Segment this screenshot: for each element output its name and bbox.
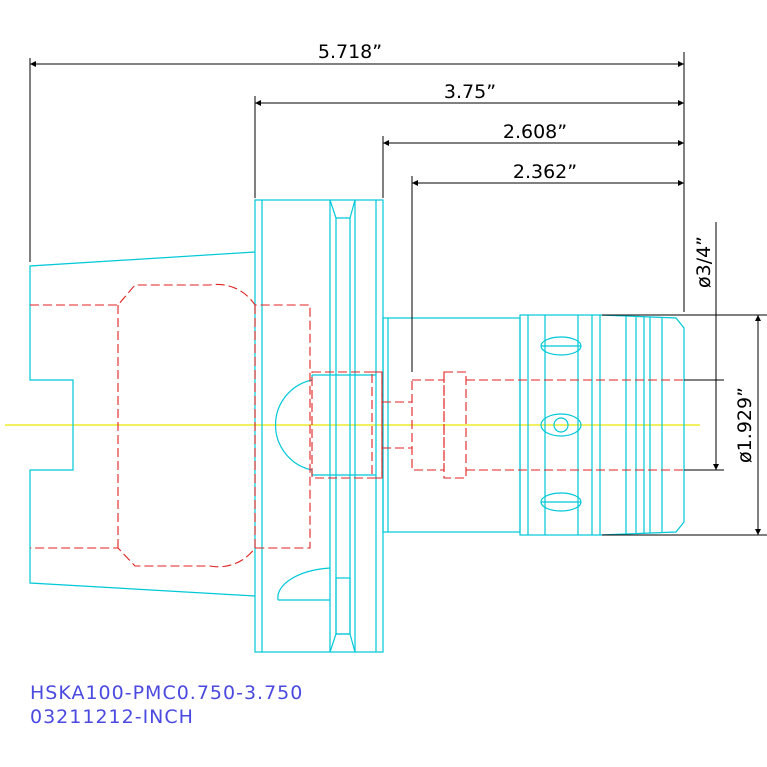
dim-bore-diameter: ø3/4” bbox=[693, 236, 715, 288]
part-number: HSKA100-PMC0.750-3.750 bbox=[30, 682, 304, 704]
dim-shank-length: 2.608” bbox=[503, 121, 567, 143]
dimension-lines bbox=[29, 52, 767, 536]
dim-flange-length: 3.75” bbox=[444, 81, 496, 103]
dim-bore-depth: 2.362” bbox=[513, 161, 577, 183]
flange-outline bbox=[254, 199, 384, 653]
nose-outline bbox=[519, 314, 685, 536]
catalog-number: 03211212-INCH bbox=[30, 706, 194, 728]
hidden-lines bbox=[30, 283, 684, 568]
dim-nose-diameter: ø1.929” bbox=[734, 387, 756, 463]
dim-overall-length: 5.718” bbox=[318, 41, 382, 63]
hsk-taper-outline bbox=[29, 251, 256, 597]
